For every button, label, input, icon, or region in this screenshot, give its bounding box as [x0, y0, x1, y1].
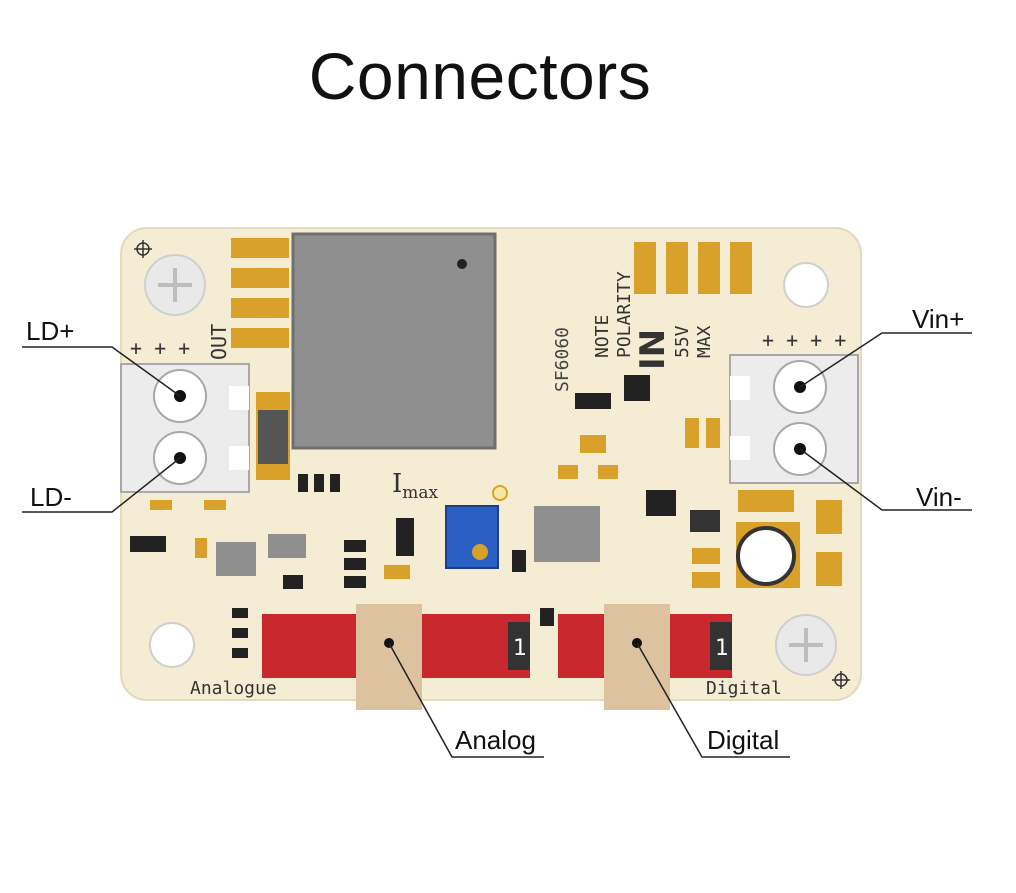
callout-ld-minus: LD-	[30, 482, 72, 512]
small-pads	[150, 418, 842, 588]
callout-vin-minus: Vin-	[916, 482, 962, 512]
mounting-hole-top-left	[144, 254, 206, 316]
imax-label: Imax	[392, 469, 439, 503]
buzzer	[736, 522, 800, 588]
out-label: OUT	[207, 324, 231, 360]
ic-small	[690, 510, 720, 532]
digital-connector-key	[604, 604, 670, 710]
inductor	[291, 232, 497, 450]
ic-main	[534, 506, 600, 562]
leader-lines	[22, 332, 972, 758]
plus-marks-out: + + +	[130, 336, 190, 360]
callout-digital: Digital	[707, 725, 780, 755]
in-label: IN	[633, 329, 673, 370]
diode	[256, 392, 290, 480]
max-label: MAX	[694, 325, 715, 358]
voltage-label: 55V	[672, 325, 693, 358]
pin1-analog: 1	[513, 636, 527, 661]
smd-pads-right	[634, 242, 752, 294]
fiducial-bottom-right	[832, 671, 850, 689]
vin-terminal-block	[729, 354, 859, 484]
small-components	[130, 375, 676, 658]
callout-ld-plus: LD+	[26, 316, 75, 346]
ic-mid	[268, 534, 306, 558]
callout-analog: Analog	[455, 725, 536, 755]
smd-pads-left	[231, 238, 289, 348]
callout-vin-plus: Vin+	[912, 304, 965, 334]
pin1-digital: 1	[715, 636, 729, 661]
mounting-hole-top-right	[783, 262, 829, 308]
analog-connector-key	[356, 604, 422, 710]
analogue-silk-label: Analogue	[190, 678, 277, 699]
page-title: Connectors	[308, 39, 652, 113]
digital-silk-label: Digital	[706, 678, 782, 699]
ld-terminal-block	[120, 363, 250, 493]
ic-left	[216, 542, 256, 576]
plus-marks-in: + + + +	[762, 328, 846, 352]
polarity-label: POLARITY	[614, 271, 635, 358]
fiducial-top-left	[134, 240, 152, 258]
model-label: SF6060	[552, 327, 573, 392]
note-label: NOTE	[592, 315, 613, 358]
mounting-hole-bottom-left	[149, 622, 195, 668]
mounting-hole-bottom-right	[775, 614, 837, 676]
trimpot	[445, 505, 499, 569]
